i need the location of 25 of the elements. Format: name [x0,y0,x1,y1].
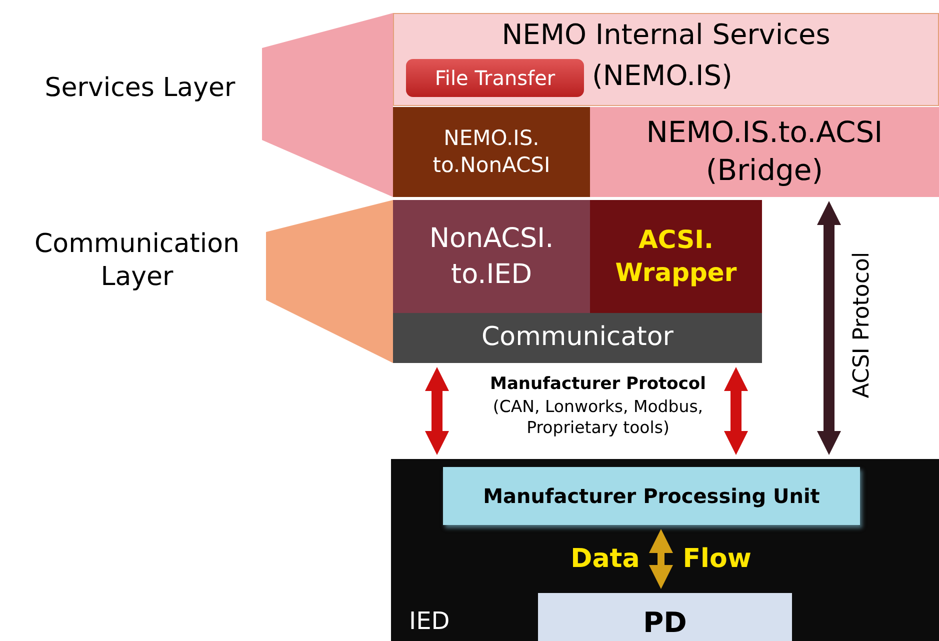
box-title: NEMO Internal Services [500,18,832,51]
double-arrow [425,367,449,455]
layer-bracket [266,200,393,363]
module-box: NEMO.IS. to.NonACSI [393,107,590,197]
layer-label: Communication Layer [34,228,240,293]
communicator-bar: Communicator [393,313,762,363]
double-arrow [649,529,673,589]
box-subtitle: (NEMO.IS) [592,59,732,92]
double-arrow [817,201,841,455]
protocol-label: Manufacturer Protocol [489,374,707,396]
pd-box: PD [538,593,792,641]
bridge-box: NEMO.IS.to.ACSI (Bridge) [590,107,939,197]
double-arrow [724,367,748,455]
service-button: File Transfer [406,59,584,97]
service-panel [393,13,939,106]
protocol-label: ACSI Protocol [850,252,874,398]
edge-label: Data Flow [570,544,752,574]
module-box: NonACSI. to.IED [393,200,590,313]
device-panel [391,459,939,641]
protocol-note: (CAN, Lonworks, Modbus, Proprietary tools) [492,397,704,438]
module-box: ACSI. Wrapper [590,200,762,313]
layer-label: Services Layer [44,72,236,104]
processing-unit-box: Manufacturer Processing Unit [443,467,860,525]
box-title: IED [409,607,450,635]
layer-bracket [262,13,393,197]
